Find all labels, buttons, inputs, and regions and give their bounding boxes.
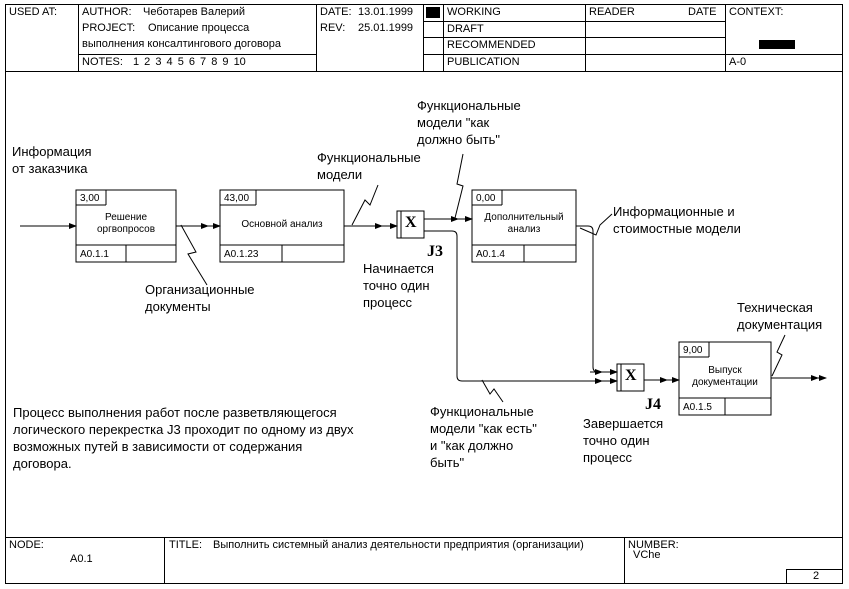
squiggle-info-cost [579,213,613,236]
label-asis-1: Функциональные [430,404,534,419]
label-tech-docs-1: Техническая [737,300,813,315]
label-starts-1: Начинается [363,261,434,276]
label-asis-4: быть" [430,455,465,470]
squiggle-tech-docs [771,334,786,377]
box-a015-node: A0.1.5 [683,402,712,413]
rev-label: REV: [320,22,346,34]
reader-label: READER [589,6,635,18]
label-starts-2: точно один [363,278,430,293]
label-org-docs-1: Организационные [145,282,255,297]
label-ends-3: процесс [583,450,633,465]
header-bottom-rule [5,71,843,72]
junction-j4-box [616,363,645,392]
label-info-cost-1: Информационные и [613,204,735,219]
box-a011-title-1: Решение [104,212,148,223]
junction-j3-symbol: X [405,214,417,231]
date-label: DATE: [320,6,352,18]
project-value-line2: выполнения консалтингового договора [82,38,282,50]
status-draft: DRAFT [447,23,484,35]
label-should-be-2: модели "как [417,115,490,130]
squiggle-asis [481,379,504,403]
label-tech-docs-2: документация [737,317,823,332]
footer-top-rule [5,537,843,538]
box-a0123-node: A0.1.23 [224,249,259,260]
status-rule [423,54,725,55]
box-a011-node: A0.1.1 [80,249,109,260]
status-recommended: RECOMMENDED [447,39,536,51]
title-value: Выполнить системный анализ деятельности … [213,539,584,551]
label-info-customer-1: Информация [12,144,92,159]
rev-value: 25.01.1999 [358,22,414,34]
notes-rule [78,54,316,55]
box-a015-cost: 9,00 [683,345,703,356]
author-value: Чеботарев Валерий [143,6,246,18]
label-func-models-1: Функциональные [317,150,421,165]
used-at-label: USED AT: [9,6,58,18]
footer-divider [164,537,165,584]
date-value: 13.01.1999 [358,6,414,18]
box-a0123-cost: 43,00 [224,193,250,204]
label-ends-2: точно один [583,433,650,448]
note-line-3: возможных путей в зависимости от содержа… [13,439,303,454]
label-should-be-1: Функциональные [417,98,521,113]
notes-value: 1 2 3 4 5 6 7 8 9 10 [133,56,246,68]
project-label: PROJECT: [82,22,136,34]
header-divider [78,4,79,71]
box-a0123-title-1: Основной анализ [241,219,323,230]
label-func-models-2: модели [317,167,363,182]
node-value: A0.1 [70,553,93,565]
label-info-cost-2: стоимостные модели [613,221,741,236]
context-rule [725,54,843,55]
box-a014-title-1: Дополнительный [484,212,564,223]
label-starts-3: процесс [363,295,413,310]
header-divider [316,4,317,71]
label-info-customer-2: от заказчика [12,161,88,176]
author-label: AUTHOR: [82,6,132,18]
box-a015-title-2: документации [692,377,758,388]
note-line-4: договора. [13,456,72,471]
number-value: VChe [633,549,661,561]
status-rule [423,37,725,38]
junction-j4-symbol: X [625,367,637,384]
footer-divider [624,537,625,584]
context-thumbnail-icon [759,40,795,49]
junction-j4-label: J4 [645,396,661,413]
notes-label: NOTES: [82,56,123,68]
context-node: A-0 [729,56,747,68]
note-line-1: Процесс выполнения работ после разветвля… [13,405,337,420]
working-status-marker [426,7,440,18]
diagram-frame [5,4,843,584]
squiggle-func-models [351,184,379,226]
project-value-line1: Описание процесса [148,22,250,34]
status-rule [423,21,725,22]
squiggle-should-be [454,153,464,219]
label-org-docs-2: документы [145,299,211,314]
box-a014-node: A0.1.4 [476,249,505,260]
box-a015-title-1: Выпуск [708,365,742,376]
context-label: CONTEXT: [729,6,784,18]
title-label: TITLE: [169,539,203,551]
box-a014-cost: 0,00 [476,193,496,204]
label-asis-3: и "как должно [430,438,514,453]
squiggle-org-docs [180,224,208,286]
status-publication: PUBLICATION [447,56,520,68]
reader-date-label: DATE [688,6,717,18]
box-a014-title-2: анализ [507,224,541,235]
box-a011-cost: 3,00 [80,193,100,204]
node-label: NODE: [9,539,44,551]
label-ends-1: Завершается [583,416,664,431]
box-a011-title-2: оргвопросов [96,224,156,235]
junction-j3-label: J3 [427,243,443,260]
page-number-box [786,569,843,584]
page-number: 2 [813,570,820,582]
note-line-2: логического перекрестка J3 проходит по о… [13,422,354,437]
status-working: WORKING [447,6,501,18]
number-label: NUMBER: [628,539,679,551]
header-divider [725,4,726,71]
label-asis-2: модели "как есть" [430,421,537,436]
label-should-be-3: должно быть" [417,132,500,147]
